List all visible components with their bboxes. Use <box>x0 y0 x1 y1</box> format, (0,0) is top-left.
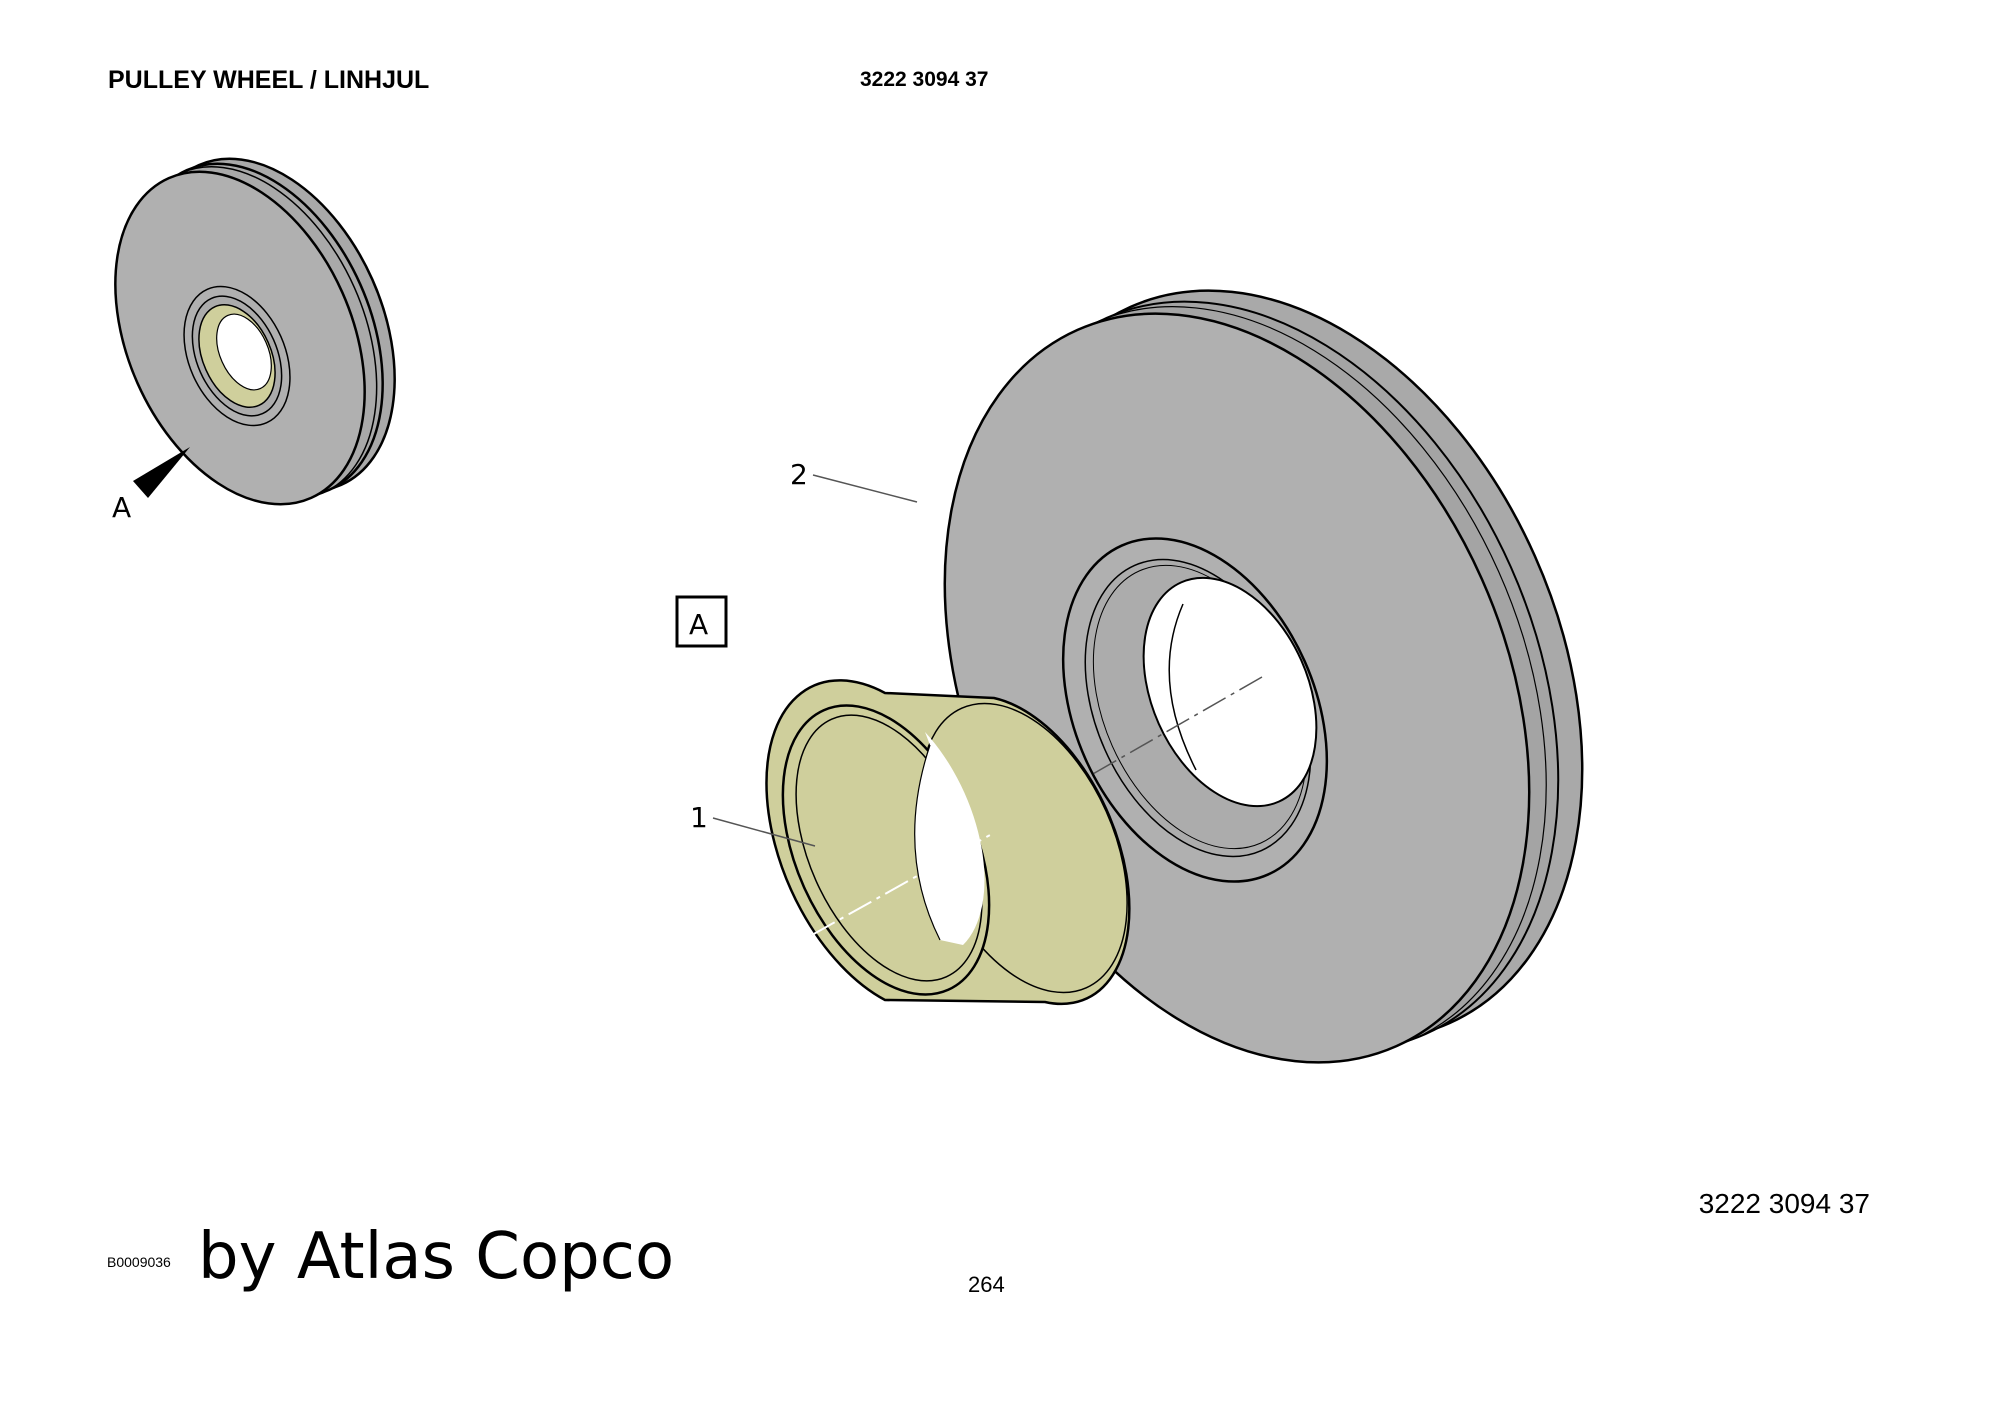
leader-line-2 <box>812 474 918 503</box>
watermark-text: by Atlas Copco <box>198 1220 675 1294</box>
overview-pulley-wheel <box>114 157 396 506</box>
page-number: 264 <box>968 1272 1005 1297</box>
bushing-part-1 <box>765 679 1131 1006</box>
callout-2: 2 <box>790 458 808 491</box>
figure-code: B0009036 <box>107 1254 171 1270</box>
view-marker-label: A <box>112 491 131 524</box>
pulley-wheel-part-2 <box>943 289 1584 1064</box>
callout-1: 1 <box>690 801 708 834</box>
leader-line-1 <box>712 817 816 847</box>
page-title: PULLEY WHEEL / LINHJUL <box>108 66 430 94</box>
view-direction-arrow <box>133 447 190 498</box>
header-part-number: 3222 3094 37 <box>860 68 989 91</box>
footer-part-number: 3222 3094 37 <box>1698 1188 1870 1219</box>
detail-view-box <box>675 595 728 648</box>
detail-box-label: A <box>689 608 708 641</box>
